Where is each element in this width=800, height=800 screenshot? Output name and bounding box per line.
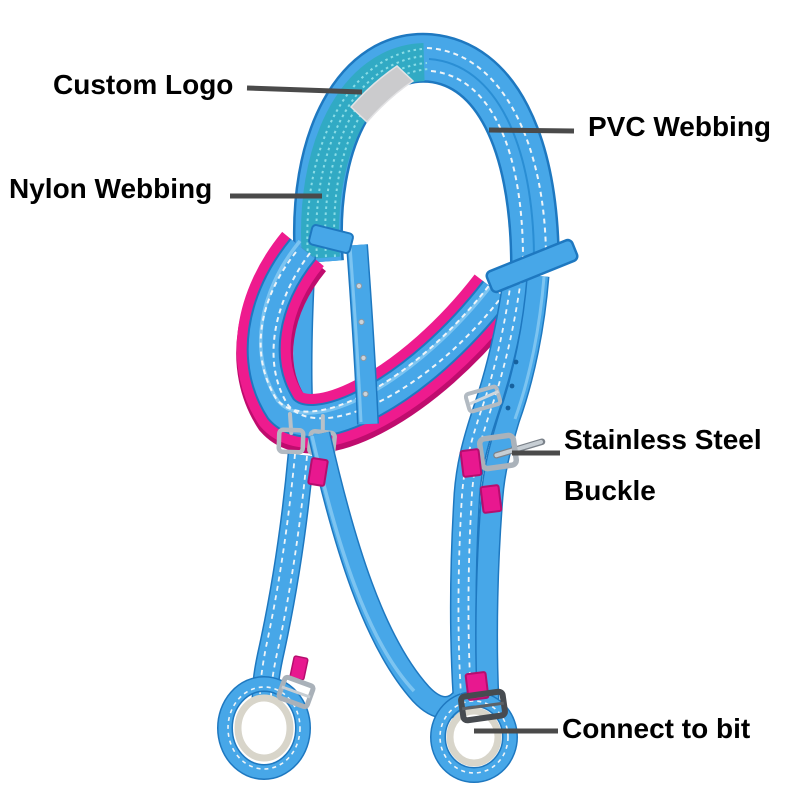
annotation-pointers [230, 85, 575, 734]
annotation-text: PVC Webbing [588, 111, 772, 142]
left-keeper-loop [308, 224, 354, 254]
browband-padded [236, 231, 520, 454]
annotation-text: Stainless Steel [564, 424, 762, 455]
bit-loop-right [430, 671, 518, 783]
strap-hole [360, 354, 367, 362]
right-buckle-stack [459, 384, 546, 514]
roller-buckle [463, 384, 503, 414]
annotation-label-pvc-webbing: PVC Webbing [588, 110, 771, 144]
pink-keeper [459, 448, 483, 478]
browband-tail-strap [308, 224, 379, 425]
right-keeper-loop [485, 238, 579, 294]
pink-keeper [479, 484, 503, 514]
bit-loop-left [217, 655, 316, 780]
pink-keeper [307, 457, 329, 487]
pointer-custom-logo [246, 85, 363, 95]
strap-hole [358, 318, 365, 326]
pointer-pvc-webbing [488, 127, 575, 134]
crown-headpiece [293, 32, 560, 264]
annotation-text: Buckle [564, 475, 656, 506]
stainless-steel-buckle [476, 432, 546, 472]
throatlatch-strap [307, 431, 470, 719]
annotation-label-stainless-steel-buckle: Stainless Steel Buckle [564, 423, 762, 508]
loop-buckle-silver [276, 674, 316, 710]
custom-logo-patch [349, 65, 415, 124]
loop-buckle-dark [458, 688, 508, 724]
annotation-text: Custom Logo [53, 69, 234, 100]
annotation-label-connect-to-bit: Connect to bit [562, 712, 750, 746]
strap-hole [362, 390, 369, 398]
annotation-text: Nylon Webbing [9, 173, 213, 204]
annotation-label-custom-logo: Custom Logo [53, 68, 233, 102]
annotation-text: Connect to bit [562, 713, 751, 744]
annotation-label-nylon-webbing: Nylon Webbing [9, 172, 212, 206]
strap-hole [355, 282, 363, 290]
